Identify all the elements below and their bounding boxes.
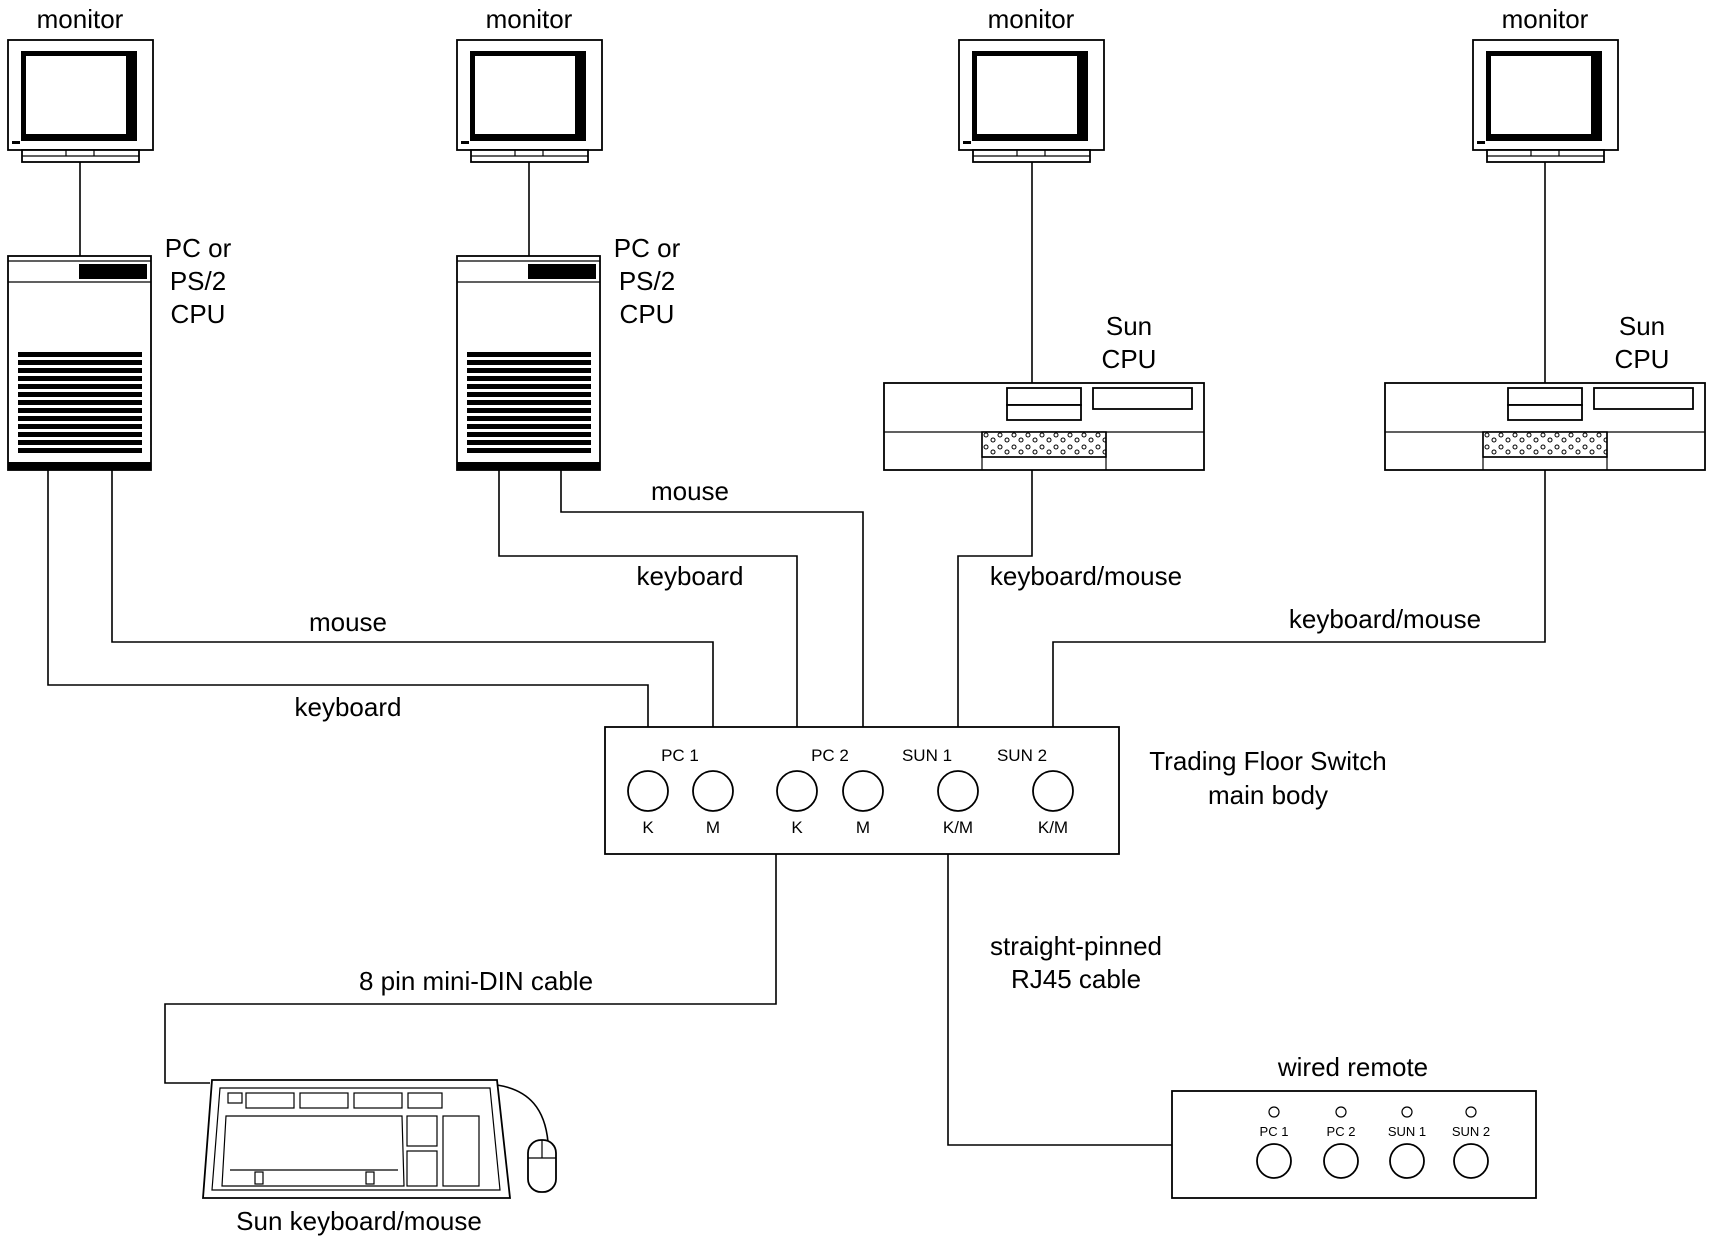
pc-cpu-2-label-line3: CPU [620, 299, 675, 329]
sun-cpu-1: Sun CPU [883, 311, 1205, 471]
pc1-mouse-cable [111, 470, 714, 772]
mini-din-cable-label: 8 pin mini-DIN cable [359, 966, 593, 996]
led-sun1-icon [1401, 1106, 1413, 1118]
remote-label-pc2: PC 2 [1327, 1124, 1356, 1139]
pc-cpu-2-label-line2: PS/2 [619, 266, 675, 296]
monitor-1: monitor [7, 4, 154, 163]
keyboard-mouse-label: Sun keyboard/mouse [236, 1206, 482, 1236]
port-pc1-k[interactable] [627, 770, 669, 812]
keyboard-icon [202, 1079, 512, 1199]
port-pc2-m[interactable] [842, 770, 884, 812]
remote-label-sun1: SUN 1 [1388, 1124, 1426, 1139]
remote-button-sun2[interactable] [1453, 1143, 1489, 1179]
sun-cpu-1-label-line2: CPU [1102, 344, 1157, 374]
rj45-cable-label-line2: RJ45 cable [1011, 964, 1141, 994]
monitor-2: monitor [456, 4, 603, 163]
pc-cpu-1-label-line1: PC or [165, 233, 232, 263]
wired-remote-title: wired remote [1277, 1052, 1428, 1082]
switch-title-line1: Trading Floor Switch [1149, 746, 1386, 776]
rj45-cable-label-line1: straight-pinned [990, 931, 1162, 961]
remote-button-pc1[interactable] [1256, 1143, 1292, 1179]
monitor-4: monitor [1472, 4, 1619, 163]
monitor-icon [7, 39, 154, 163]
pc-cpu-2: PC or PS/2 CPU [456, 233, 681, 471]
sun-keyboard-mouse: Sun keyboard/mouse [202, 1079, 557, 1236]
monitor-3: monitor [958, 4, 1105, 163]
wired-remote-body [1171, 1090, 1537, 1199]
switch-title-line2: main body [1208, 780, 1328, 810]
port-sun2-km-label: K/M [1038, 818, 1068, 837]
port-sun2-km[interactable] [1032, 770, 1074, 812]
mouse-icon [527, 1139, 557, 1193]
monitor-3-label: monitor [988, 4, 1075, 34]
port-sun1-km[interactable] [937, 770, 979, 812]
pc-cpu-2-label-line1: PC or [614, 233, 681, 263]
monitor-icon [456, 39, 603, 163]
sun2-km-cable [1052, 470, 1546, 772]
tower-pc-icon [7, 255, 152, 471]
pc-cpu-1-label-line3: CPU [171, 299, 226, 329]
sun-cpu-1-label-line1: Sun [1106, 311, 1152, 341]
led-pc2-icon [1335, 1106, 1347, 1118]
sun1-km-cable [957, 470, 1033, 772]
sun1-km-label: keyboard/mouse [990, 561, 1182, 591]
remote-label-sun2: SUN 2 [1452, 1124, 1490, 1139]
desktop-cpu-icon [1384, 382, 1706, 471]
pc-cpu-1: PC or PS/2 CPU [7, 233, 232, 471]
rj45-cable [947, 854, 1172, 1146]
remote-button-sun1[interactable] [1389, 1143, 1425, 1179]
port-sun1-km-label: K/M [943, 818, 973, 837]
port-pc1-k-label: K [642, 818, 654, 837]
monitor-2-label: monitor [486, 4, 573, 34]
led-pc1-icon [1268, 1106, 1280, 1118]
pc2-mouse-label: mouse [651, 476, 729, 506]
mini-din-cable [164, 854, 777, 1084]
monitor-icon [958, 39, 1105, 163]
tower-pc-icon [456, 255, 601, 471]
desktop-cpu-icon [883, 382, 1205, 471]
port-pc2-m-label: M [856, 818, 870, 837]
switch-group-sun2: SUN 2 [997, 746, 1047, 765]
pc1-keyboard-label: keyboard [295, 692, 402, 722]
remote-button-pc2[interactable] [1323, 1143, 1359, 1179]
pc2-mouse-cable [560, 470, 864, 772]
wired-remote: wired remote PC 1 PC 2 SUN 1 SUN 2 [1171, 1052, 1537, 1199]
sun-cpu-2-label-line2: CPU [1615, 344, 1670, 374]
pc1-mouse-label: mouse [309, 607, 387, 637]
switch-group-pc2: PC 2 [811, 746, 849, 765]
monitor-1-label: monitor [37, 4, 124, 34]
mouse-cord [496, 1084, 549, 1143]
port-pc2-k-label: K [791, 818, 803, 837]
monitor-4-label: monitor [1502, 4, 1589, 34]
sun2-km-label: keyboard/mouse [1289, 604, 1481, 634]
switch-group-pc1: PC 1 [661, 746, 699, 765]
sun-cpu-2-label-line1: Sun [1619, 311, 1665, 341]
pc2-keyboard-cable [498, 470, 798, 772]
monitor-icon [1472, 39, 1619, 163]
pc-cpu-1-label-line2: PS/2 [170, 266, 226, 296]
sun-cpu-2: Sun CPU [1384, 311, 1706, 471]
pc2-keyboard-label: keyboard [637, 561, 744, 591]
trading-floor-switch: PC 1 PC 2 SUN 1 SUN 2 K M K M K/M K/M Tr… [604, 726, 1387, 855]
port-pc1-m[interactable] [692, 770, 734, 812]
remote-label-pc1: PC 1 [1260, 1124, 1289, 1139]
port-pc2-k[interactable] [776, 770, 818, 812]
port-pc1-m-label: M [706, 818, 720, 837]
led-sun2-icon [1465, 1106, 1477, 1118]
switch-group-sun1: SUN 1 [902, 746, 952, 765]
